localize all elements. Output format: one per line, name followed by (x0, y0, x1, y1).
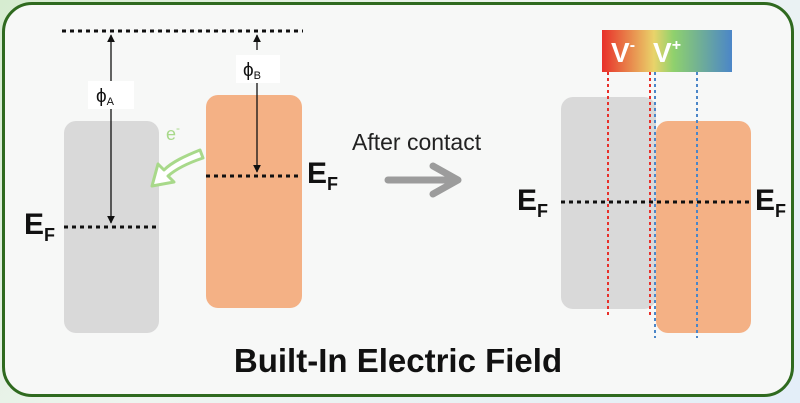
built-in-voltage-bar (602, 30, 732, 72)
fermi-label-b: EF (307, 157, 338, 194)
electron-label: e- (166, 121, 180, 144)
v-plus-label: V+ (653, 37, 681, 68)
fermi-label-right-b: EF (755, 184, 786, 221)
fermi-label-right-a: EF (517, 184, 548, 221)
v-minus-label: V- (611, 37, 635, 68)
metal-a-block-after (561, 97, 656, 309)
metal-a-block (64, 121, 159, 333)
contact-arrow (384, 162, 462, 198)
electron-transfer-arrow (150, 148, 205, 188)
phi-b-label-box (236, 55, 280, 83)
metal-b-block-after (656, 121, 751, 333)
diagram-title: Built-In Electric Field (234, 342, 562, 379)
after-contact-label: After contact (352, 129, 482, 155)
phi-a-label: ϕA (96, 86, 115, 108)
phi-b-label: ϕB (243, 60, 261, 82)
phi-a-label-box (88, 81, 134, 109)
metal-b-block (206, 95, 302, 308)
fermi-label-a: EF (24, 208, 55, 245)
